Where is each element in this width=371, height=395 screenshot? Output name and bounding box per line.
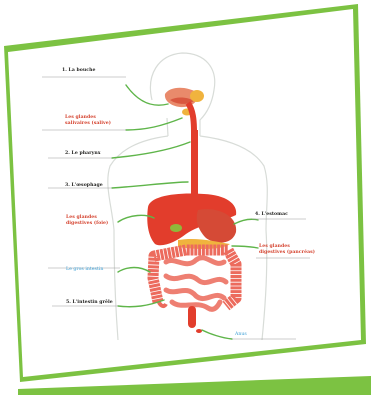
label-intestin-grele: 5. L'intestin grêle <box>66 300 113 306</box>
green-bottom-bar <box>18 376 371 395</box>
label-glandes-pancreas-line1: Les glandes <box>259 244 290 250</box>
label-glandes-pancreas-line2: digestives (pancréas) <box>259 250 315 256</box>
label-anus: Anus <box>235 332 247 338</box>
label-estomac: 4. L'estomac <box>255 212 288 218</box>
gallbladder <box>170 224 182 232</box>
label-glandes-salivaires-line2: salivaires (salive) <box>65 121 111 127</box>
label-glandes-foie-line2: digestives (foie) <box>66 221 108 227</box>
label-gros-intestin: Le gros intestin <box>66 267 103 273</box>
rectum <box>188 306 196 328</box>
anus-mark <box>196 329 202 333</box>
label-pharynx: 2. Le pharynx <box>65 151 101 157</box>
salivary-gland <box>190 90 204 102</box>
label-glandes-salivaires-line1: Les glandes <box>65 115 96 121</box>
label-oesophage: 3. L'œsophage <box>65 183 103 189</box>
paper-sheet <box>8 9 361 377</box>
label-bouche: 1. La bouche <box>62 68 95 74</box>
label-glandes-foie-line1: Les glandes <box>66 215 97 221</box>
